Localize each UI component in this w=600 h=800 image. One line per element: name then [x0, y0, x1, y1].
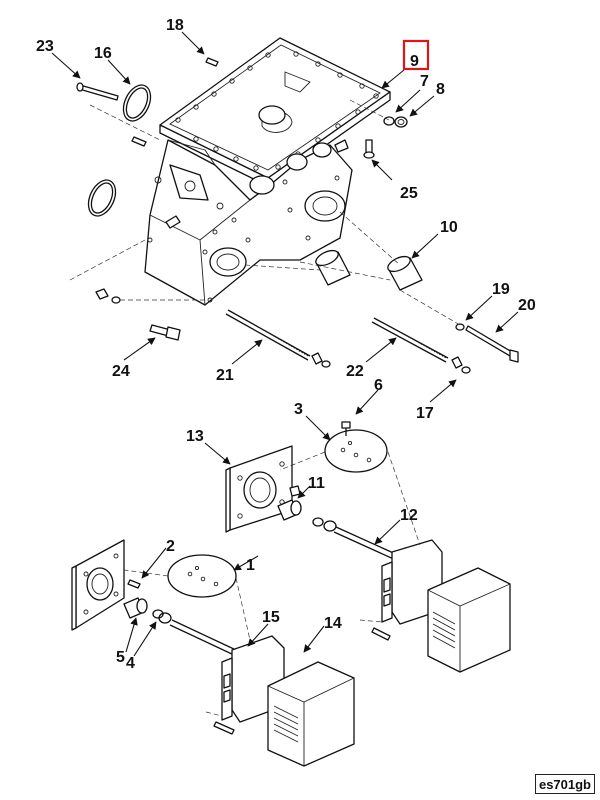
callout-4: 4 [126, 655, 135, 672]
callout-5: 5 [116, 649, 125, 666]
callout-25: 25 [400, 185, 418, 202]
callout-15: 15 [262, 609, 280, 626]
threaded-rod-part-22 [371, 317, 471, 374]
highlight-box-callout-9 [402, 39, 430, 71]
callout-22: 22 [346, 363, 364, 380]
callout-leaders [51, 31, 519, 657]
callout-21: 21 [216, 367, 234, 384]
callout-18: 18 [166, 17, 184, 34]
nut-washer-set [95, 288, 121, 304]
gearbox-housing [144, 37, 391, 306]
figure-reference-text: es701gb [538, 776, 592, 792]
disc-part-1 [167, 554, 237, 598]
screw-part-6 [341, 421, 351, 436]
callout-13: 13 [186, 428, 204, 445]
callout-20: 20 [518, 297, 536, 314]
dowel-pin-part-18 [205, 57, 219, 67]
bolt-part-20 [465, 325, 519, 363]
adapter-plate-part-13 [225, 445, 293, 533]
o-ring-part-16 [87, 84, 152, 217]
callout-10: 10 [440, 219, 458, 236]
bearing-part-10 [315, 249, 423, 291]
coupling-part-5 [123, 597, 148, 619]
threaded-rod-part-21 [225, 309, 331, 368]
stud-part-24 [149, 324, 181, 341]
callout-12: 12 [400, 507, 418, 524]
disc-part-3 [324, 429, 388, 473]
callout-1: 1 [246, 557, 255, 574]
alignment-lines-lower [123, 451, 421, 717]
callout-14: 14 [324, 615, 342, 632]
bolt-part-23 [76, 82, 119, 101]
alignment-lines-upper [69, 99, 461, 326]
motor-part-14 [169, 619, 355, 767]
callout-9: 9 [410, 53, 419, 70]
washer-part-4 [152, 609, 172, 624]
callout-8: 8 [436, 81, 445, 98]
seal-part-7 [383, 116, 395, 126]
callout-2: 2 [166, 538, 175, 555]
callout-6: 6 [374, 377, 383, 394]
callout-17: 17 [416, 405, 434, 422]
dowel-pin [131, 136, 147, 147]
screw-part-25 [363, 139, 375, 159]
callout-3: 3 [294, 401, 303, 418]
adapter-plate-lower [71, 539, 125, 631]
callout-23: 23 [36, 38, 54, 55]
key-part-2 [127, 579, 141, 589]
screw-motor-lower [213, 721, 235, 735]
motor-part-12 [312, 517, 511, 673]
callout-16: 16 [94, 45, 112, 62]
plug-part-8 [394, 116, 408, 128]
callout-7: 7 [420, 73, 429, 90]
callout-11: 11 [308, 475, 325, 492]
callout-19: 19 [492, 281, 510, 298]
callout-labels: 23 16 18 9 7 8 25 10 19 20 24 21 22 17 6… [36, 17, 536, 672]
washer-part-19 [455, 323, 465, 331]
figure-reference-code: es701gb [535, 774, 595, 794]
screw-motor-upper [371, 627, 391, 641]
callout-24: 24 [112, 363, 130, 380]
